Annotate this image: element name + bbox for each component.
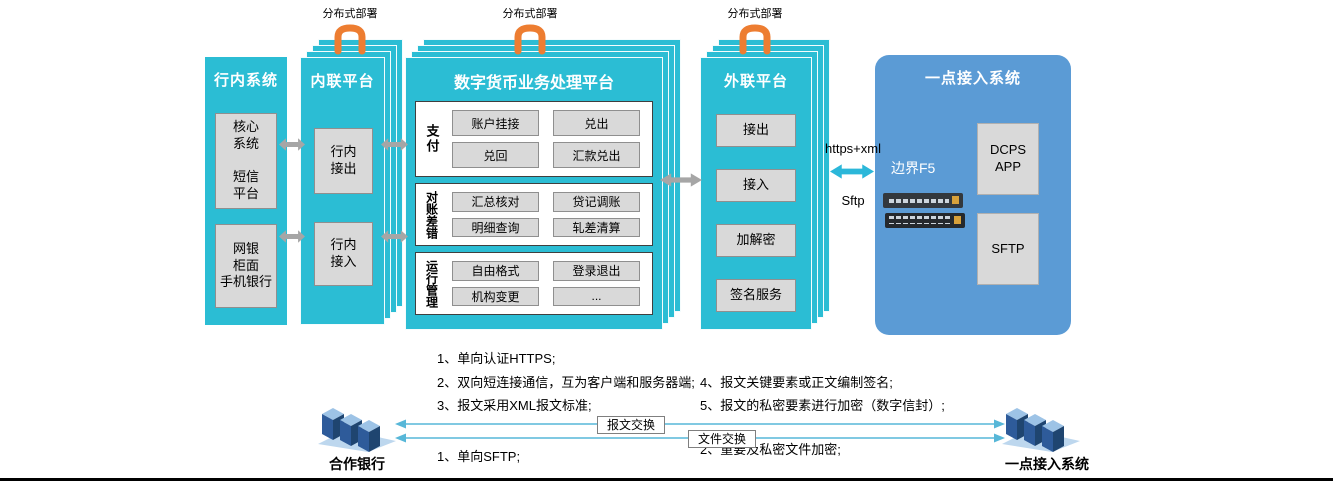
external-out-box: 接出 [716,114,796,147]
double-arrow-icon [381,230,408,243]
network-switch-icon [883,193,965,228]
access-system-title: 一点接入系统 [924,70,1021,87]
inbank-system-panel: 行内系统 核心 系统 短信 平台 网银 柜面 手机银行 [205,57,287,325]
internal-platform-title: 内联平台 [310,73,375,90]
deployment-label: 分布式部署 [322,8,378,20]
deployment-badge: 分布式部署 [310,5,390,55]
function-button: 轧差清算 [553,217,640,237]
function-button: 兑回 [452,142,539,168]
internal-platform-stack: 内联平台 行内 接出 行内 接入 [300,39,403,325]
file-exchange-label: 文件交换 [688,430,757,448]
handle-icon [739,24,771,55]
operation-section-label: 运行管理 [424,259,439,308]
function-button: 汇款兑出 [553,142,640,168]
inbank-system-title: 行内系统 [213,72,278,89]
payment-section: 支付 账户挂接 兑出 兑回 汇款兑出 [415,101,653,177]
core-system-box: 核心 系统 短信 平台 [215,113,277,209]
https-xml-label: https+xml [825,141,881,156]
function-button: 账户挂接 [452,110,539,136]
f5-label: 边界F5 [891,160,936,176]
dcep-platform-stack: 数字货币业务处理平台 支付 账户挂接 兑出 兑回 汇款兑出 对账差错 汇总核对 … [405,39,681,330]
partner-bank-label: 合作银行 [329,456,385,472]
function-button: ... [553,286,640,306]
message-exchange-label: 报文交换 [597,416,666,434]
double-arrow-icon [660,173,702,187]
double-arrow-icon [279,138,305,151]
internal-in-box: 行内 接入 [314,222,373,286]
double-arrow-icon [381,138,408,151]
dcps-app-box: DCPS APP [977,123,1039,195]
function-button: 汇总核对 [452,192,539,212]
access-system-server-icon [1002,408,1080,452]
bottom-border [0,478,1333,481]
link-double-arrow-icon [830,164,874,179]
note-https-2: 2、双向短连接通信，互为客户端和服务器端; [437,375,695,390]
payment-section-label: 支付 [424,124,440,154]
internal-platform-panel: 内联平台 行内 接出 行内 接入 [300,57,385,325]
double-arrow-icon [279,230,305,243]
note-sftp-1: 1、单向SFTP; [437,449,521,464]
external-platform-title: 外联平台 [723,73,788,90]
operation-section: 运行管理 自由格式 登录退出 机构变更 ... [415,252,653,315]
deployment-label: 分布式部署 [727,8,783,20]
access-system-bottom-label: 一点接入系统 [1005,456,1089,472]
note-https-4: 4、报文关键要素或正文编制签名; [700,375,893,390]
function-button: 贷记调账 [553,192,640,212]
internal-out-box: 行内 接出 [314,128,373,194]
function-button: 明细查询 [452,217,539,237]
deployment-badge: 分布式部署 [490,5,570,55]
handle-icon [514,24,546,55]
note-https-5: 5、报文的私密要素进行加密（数字信封）; [700,398,945,413]
signature-box: 签名服务 [716,279,796,312]
function-button: 登录退出 [553,261,640,281]
dcep-platform-panel: 数字货币业务处理平台 支付 账户挂接 兑出 兑回 汇款兑出 对账差错 汇总核对 … [405,57,663,330]
reconciliation-section: 对账差错 汇总核对 贷记调账 明细查询 轧差清算 [415,183,653,246]
external-in-box: 接入 [716,169,796,202]
sftp-box: SFTP [977,213,1039,285]
note-https-1: 1、单向认证HTTPS; [437,351,556,366]
function-button: 自由格式 [452,261,539,281]
external-platform-panel: 外联平台 接出 接入 加解密 签名服务 [700,57,812,330]
dcep-platform-title: 数字货币业务处理平台 [453,75,614,92]
note-https-3: 3、报文采用XML报文标准; [437,398,592,413]
reconciliation-section-label: 对账差错 [424,190,439,239]
sftp-protocol-label: Sftp [841,193,865,208]
function-button: 机构变更 [452,286,539,306]
partner-bank-server-icon [318,408,396,452]
handle-icon [334,24,366,55]
access-system-panel: 一点接入系统 边界F5 DCPS APP SFTP [875,55,1071,335]
deployment-label: 分布式部署 [502,8,558,20]
function-button: 兑出 [553,110,640,136]
deployment-badge: 分布式部署 [715,5,795,55]
external-platform-stack: 外联平台 接出 接入 加解密 签名服务 [700,39,830,330]
crypto-box: 加解密 [716,224,796,257]
channel-box: 网银 柜面 手机银行 [215,224,277,308]
